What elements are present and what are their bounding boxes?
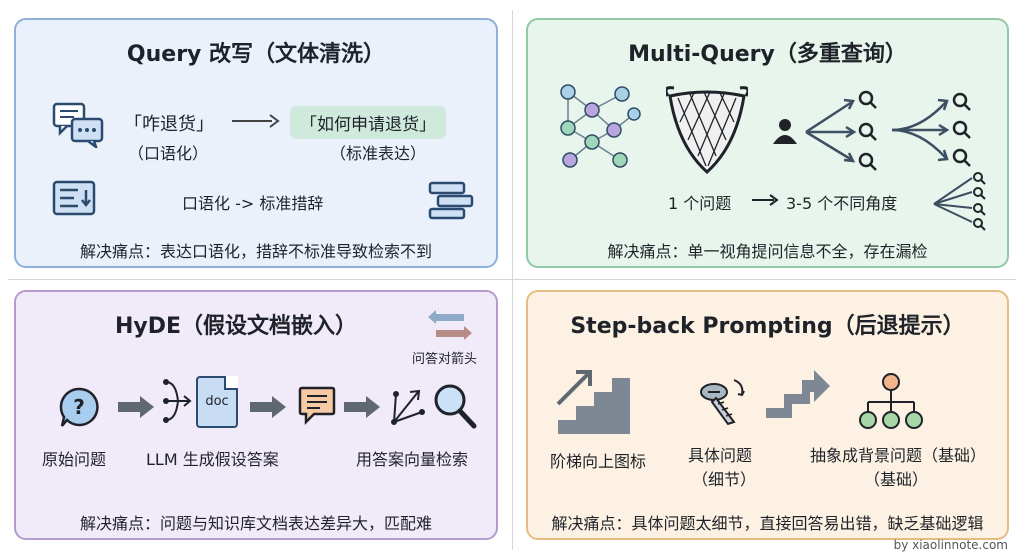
panel-title: HyDE（假设文档嵌入） <box>114 314 358 339</box>
specific-question-note: （细节） <box>692 470 757 489</box>
document-download-icon <box>52 180 96 216</box>
pain-point: 解决痛点：问题与知识库文档表达差异大，匹配难 <box>79 514 432 533</box>
specific-question-label: 具体问题 <box>688 446 753 465</box>
question-bubble-icon: ? <box>59 387 99 427</box>
text-align-icon <box>428 181 474 220</box>
branch-in-icon <box>163 379 192 423</box>
footer-credit: by xiaolinnote.com <box>893 538 1008 552</box>
chat-bubbles-icon <box>52 102 104 148</box>
step-back-panel: Step-back Prompting（后退提示） 阶梯向上图标 具体问题 （细… <box>526 290 1009 540</box>
abstract-question-label: 抽象成背景问题（基础） <box>810 446 987 465</box>
abstract-question-note: （基础） <box>864 470 929 489</box>
svg-text:?: ? <box>73 395 85 419</box>
horizontal-divider <box>8 279 1016 280</box>
stairs-up-icon <box>556 370 630 434</box>
branching-search-icon <box>891 92 971 167</box>
stairs-label: 阶梯向上图标 <box>550 452 647 471</box>
rewritten-query-note: （标准表达） <box>330 144 427 163</box>
original-query: 「咋退货」 <box>124 114 214 135</box>
arrow-right-icon <box>250 396 286 418</box>
doc-label: doc <box>205 394 229 409</box>
mapping-result: 3-5 个不同角度 <box>786 194 898 213</box>
arrow-right-icon <box>232 114 280 128</box>
pain-point: 解决痛点：具体问题太细节，直接回答易出错，缺乏基础逻辑 <box>551 514 984 533</box>
step-up-arrow-icon <box>766 370 830 418</box>
step-original-question: 原始问题 <box>42 450 107 469</box>
arrow-legend: 问答对箭头 <box>412 352 478 367</box>
screw-icon <box>700 379 745 426</box>
pain-point: 解决痛点：表达口语化，措辞不标准导致检索不到 <box>79 242 432 261</box>
vector-arrows-icon <box>391 389 425 425</box>
multi-branch-search-icon <box>933 172 986 231</box>
original-query-note: （口语化） <box>128 144 209 163</box>
pain-point: 解决痛点：单一视角提问信息不全，存在漏检 <box>607 242 928 261</box>
document-icon: doc <box>196 376 238 428</box>
net-icon <box>666 86 748 175</box>
panel-title: Multi-Query（多重查询） <box>628 42 907 67</box>
step-vector-retrieval: 用答案向量检索 <box>356 450 469 469</box>
multi-query-panel: Multi-Query（多重查询） <box>526 18 1009 268</box>
message-icon <box>298 386 336 426</box>
magnifier-icon <box>434 384 477 429</box>
arrow-right-icon <box>752 194 779 206</box>
hyde-panel: HyDE（假设文档嵌入） 问答对箭头 ? doc <box>14 290 498 540</box>
arrow-right-icon <box>118 396 154 418</box>
swap-arrows-icon <box>428 310 472 340</box>
panel-title: Step-back Prompting（后退提示） <box>570 314 965 339</box>
rewritten-query: 「如何申请退货」 <box>290 106 446 139</box>
step-llm-hypothesis: LLM 生成假设答案 <box>146 450 279 469</box>
conversion-label: 口语化 -> 标准措辞 <box>182 194 324 213</box>
query-rewrite-panel: Query 改写（文体清洗） 「咋退货」 （口语化） 「如何申请退货」 （标准表… <box>14 18 498 268</box>
hierarchy-icon <box>859 373 923 429</box>
mapping-source: 1 个问题 <box>668 194 732 213</box>
vertical-divider <box>512 10 513 550</box>
fanout-search-icon <box>805 90 877 171</box>
panel-title: Query 改写（文体清洗） <box>126 42 386 67</box>
arrow-right-icon <box>344 396 380 418</box>
user-icon <box>773 119 797 144</box>
query-network-icon <box>560 84 641 168</box>
